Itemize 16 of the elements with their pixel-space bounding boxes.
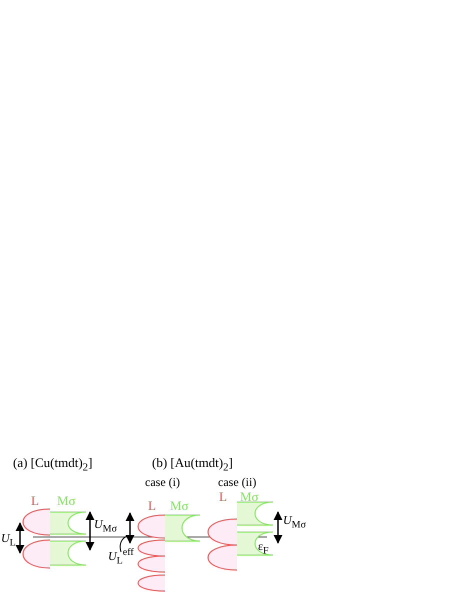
band-label: Mσ (57, 494, 76, 507)
panel-title: (a) [Cu(tmdt)$_{2}$] (13, 456, 92, 474)
case-label: case (ii) (218, 476, 256, 488)
energy-label: U$_{L}$ (1, 532, 16, 548)
leader-line (120, 536, 130, 552)
band-label: L (31, 494, 39, 507)
band-label: Mσ (240, 490, 259, 503)
energy-label: U$_{Mσ}$ (283, 514, 306, 530)
band-label: L (148, 499, 156, 512)
panel-title: (b) [Au(tmdt)$_{2}$] (152, 456, 233, 474)
band-label: L (219, 490, 227, 503)
case-label: case (i) (145, 476, 180, 488)
fermi-level-label: ε$_{F}$ (258, 540, 269, 556)
double-arrow (126, 512, 134, 544)
energy-label: U$_{Mσ}$ (94, 518, 117, 534)
band-label: Mσ (170, 499, 189, 512)
